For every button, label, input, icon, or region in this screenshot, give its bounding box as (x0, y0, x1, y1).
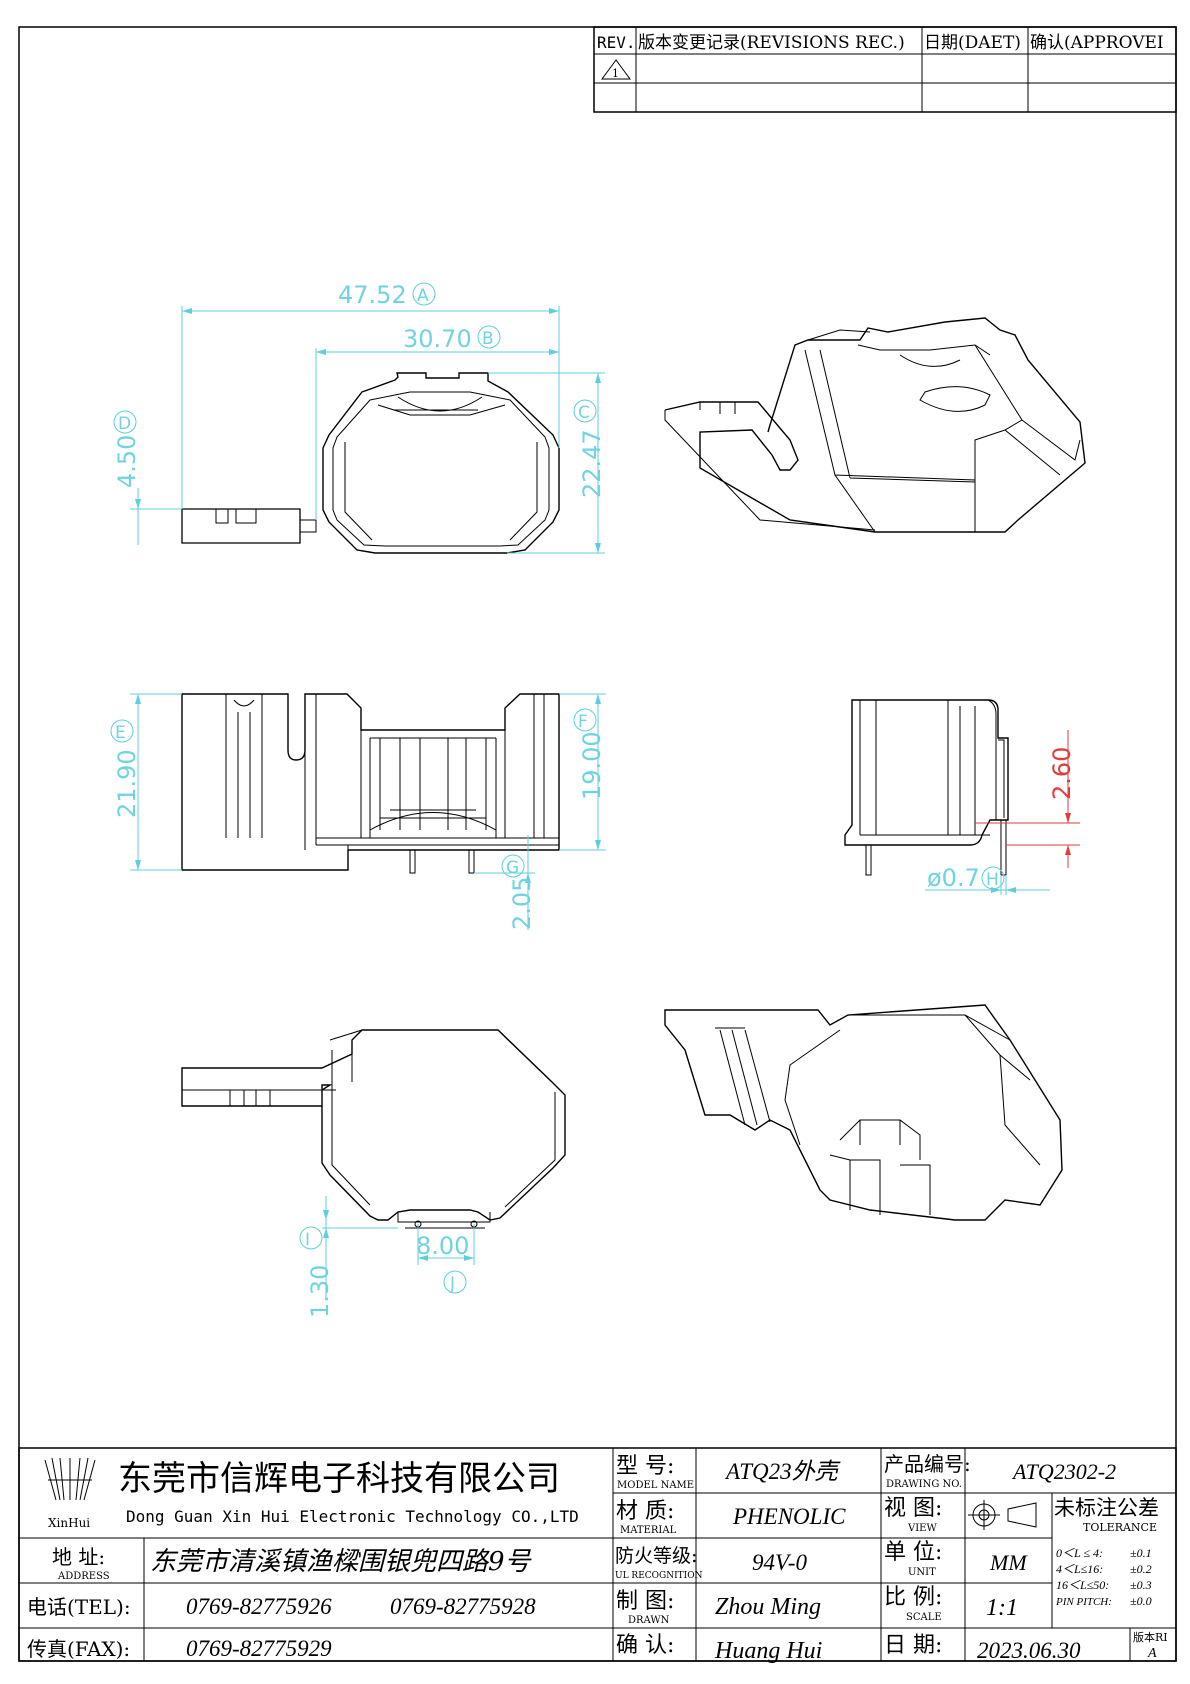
tolerance-value-0: ±0.1 (1130, 1546, 1152, 1560)
dim-h-value: ø0.7 (927, 864, 980, 892)
tel-2: 0769-82775928 (390, 1594, 536, 1619)
revisions-header: 版本变更记录(REVISIONS REC.) (638, 33, 905, 53)
tolerance-value-2: ±0.3 (1130, 1578, 1152, 1592)
fax-value: 0769-82775929 (186, 1636, 332, 1661)
address-value: 东莞市清溪镇渔樑围银兜四路9号 (150, 1547, 533, 1577)
dim-c-value: 22.47 (578, 429, 606, 498)
revision-warning-icon (601, 59, 631, 80)
dim-g-value: 2.05 (508, 877, 536, 930)
tel-1: 0769-82775926 (186, 1594, 332, 1619)
drawing-no-label-en: DRAWING NO. (886, 1479, 962, 1490)
side-view: 2.60 ø0.7 H (844, 699, 1080, 895)
bottom-view: 1.30 I 8.00 J (181, 1029, 566, 1318)
material-value: PHENOLIC (732, 1504, 846, 1529)
tolerance-value-1: ±0.2 (1130, 1562, 1152, 1576)
dim-b-value: 30.70 (403, 325, 472, 353)
fire-rating-label-en: UL RECOGNITION (615, 1571, 703, 1581)
approve-header: 确认(APPROVEI (1030, 33, 1164, 53)
version-label: 版本RI (1133, 1630, 1168, 1644)
dim-g-tag: G (506, 858, 519, 878)
unit-label: 单 位: (884, 1540, 942, 1565)
confirm-value: Huang Hui (714, 1638, 822, 1664)
dim-f-tag: F (578, 712, 588, 732)
date-label: 日 期: (884, 1633, 942, 1658)
scale-value: 1:1 (986, 1595, 1018, 1621)
dim-j-balloon (443, 1270, 467, 1294)
drawn-label-en: DRAWN (628, 1615, 670, 1626)
projection-symbol-icon (968, 1500, 1037, 1530)
isometric-view-bottom (664, 1004, 1063, 1221)
dim-f-balloon (573, 708, 597, 732)
dim-b-balloon (477, 325, 501, 349)
dim-j-value: 8.00 (416, 1232, 469, 1260)
logo-text: XinHui (48, 1516, 90, 1530)
dim-a-tag: A (417, 286, 429, 306)
unit-value: MM (989, 1550, 1028, 1575)
model-label: 型 号: (616, 1454, 674, 1479)
fax-label: 传真(FAX): (27, 1637, 130, 1661)
fire-rating-label: 防火等级: (615, 1545, 697, 1567)
tolerance-range-1: 4＜L≤16: (1056, 1562, 1103, 1576)
material-label: 材 质: (616, 1499, 674, 1524)
dim-i-value: 1.30 (306, 1265, 334, 1318)
address-label: 地 址: (52, 1545, 105, 1569)
tolerance-range-0: 0＜L ≤ 4: (1056, 1546, 1103, 1560)
dim-h-tag: H (986, 870, 999, 890)
view-label-en: VIEW (907, 1523, 937, 1534)
dim-b-tag: B (482, 329, 494, 349)
drawn-label: 制 图: (616, 1589, 674, 1614)
date-header: 日期(DAET) (924, 33, 1021, 53)
tolerance-label: 未标注公差 (1054, 1496, 1159, 1520)
dim-i-balloon (299, 1226, 323, 1250)
model-label-en: MODEL NAME (617, 1480, 694, 1491)
tel-label: 电话(TEL): (27, 1595, 131, 1619)
version-value: A (1147, 1646, 1157, 1661)
tolerance-label-en: TOLERANCE (1083, 1521, 1157, 1534)
svg-text:1: 1 (612, 67, 619, 80)
dim-h-balloon (981, 866, 1005, 890)
tolerance-range-2: 16＜L≤50: (1056, 1578, 1109, 1592)
drawn-value: Zhou Ming (715, 1594, 821, 1620)
dim-a-balloon (412, 282, 436, 306)
rev-header: REV. (597, 33, 636, 52)
company-logo: XinHui (44, 1457, 96, 1530)
dim-e-tag: E (115, 723, 126, 743)
tolerance-range-3: PIN PITCH: (1055, 1596, 1112, 1608)
scale-label: 比 例: (884, 1585, 942, 1610)
dim-e-balloon (110, 719, 134, 743)
company-name-en: Dong Guan Xin Hui Electronic Technology … (126, 1507, 579, 1526)
isometric-view-top (664, 317, 1086, 533)
dim-i-tag: I (305, 1230, 310, 1250)
dim-g-balloon (501, 854, 525, 878)
fire-rating-value: 94V-0 (752, 1550, 807, 1575)
drawing-no-value: ATQ2302-2 (1011, 1459, 1116, 1484)
dim-d-value: 4.50 (113, 435, 141, 488)
title-block: XinHui 东莞市信辉电子科技有限公司 Dong Guan Xin Hui E… (18, 1447, 1177, 1664)
tolerance-list: 0＜L ≤ 4: ±0.1 4＜L≤16: ±0.2 16＜L≤50: ±0.3… (1055, 1546, 1152, 1608)
scale-label-en: SCALE (906, 1612, 942, 1623)
dim-c-balloon (573, 399, 597, 423)
view-label: 视 图: (884, 1496, 942, 1521)
company-name-cn: 东莞市信辉电子科技有限公司 (118, 1459, 560, 1499)
material-label-en: MATERIAL (620, 1525, 677, 1536)
dim-d-balloon (113, 410, 137, 434)
drawing-no-label: 产品编号: (884, 1452, 971, 1476)
confirm-label: 确 认: (616, 1633, 674, 1658)
tolerance-value-3: ±0.0 (1130, 1594, 1152, 1608)
date-value: 2023.06.30 (977, 1638, 1081, 1663)
model-value: ATQ23外壳 (724, 1459, 841, 1484)
top-view: 47.52 A 30.70 B 22.47 C 4.50 D (113, 281, 606, 554)
address-label-en: ADDRESS (57, 1571, 110, 1582)
revision-table: REV. 版本变更记录(REVISIONS REC.) 日期(DAET) 确认(… (593, 26, 1177, 113)
dim-e-value: 21.90 (113, 749, 141, 818)
dim-d-tag: D (118, 414, 131, 434)
dim-c-tag: C (578, 403, 590, 423)
dim-a-value: 47.52 (338, 281, 407, 309)
unit-label-en: UNIT (908, 1567, 936, 1578)
front-view: 21.90 E 19.00 F 2.05 G (110, 693, 606, 930)
dim-ref-value: 2.60 (1048, 747, 1076, 800)
dim-j-tag: J (449, 1274, 455, 1294)
dim-f-value: 19.00 (578, 731, 606, 800)
